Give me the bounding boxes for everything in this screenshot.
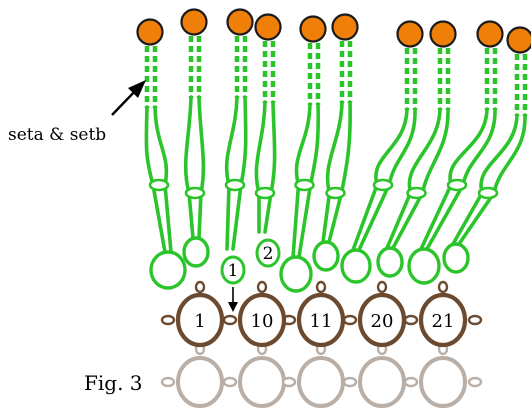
green-bottom-loop	[279, 255, 313, 293]
inner-arrowhead	[228, 302, 238, 312]
orange-head	[506, 26, 531, 54]
ring-top-stud	[256, 280, 268, 294]
faded-ring-row	[160, 342, 483, 408]
ring-label: 1	[194, 311, 205, 332]
inner-label-1: 1	[220, 255, 246, 312]
ring-top-stud	[376, 280, 388, 294]
green-bottom-loop	[182, 236, 210, 268]
inner-label-2: 2	[255, 238, 281, 268]
seta-setb-callout: seta & setb	[8, 80, 146, 145]
brown-ring-row: 1 10 11 20 21	[160, 280, 483, 348]
green-stems	[144, 95, 527, 259]
green-stem-knot	[406, 186, 427, 200]
ring-top-stud	[194, 280, 206, 294]
figure-label: Fig. 3	[84, 371, 143, 395]
faded-ring-link	[222, 376, 238, 388]
ring-label: 11	[310, 311, 333, 332]
ring-label: 10	[251, 311, 274, 332]
green-stem-strand	[183, 95, 195, 240]
green-stem-knot	[254, 186, 276, 200]
ring-label: 20	[371, 311, 394, 332]
orange-head	[136, 18, 164, 46]
ring-link	[403, 314, 419, 326]
faded-ring	[297, 356, 345, 408]
callout-arrowhead	[128, 80, 146, 98]
ring-top-stud	[437, 280, 449, 294]
ring-link	[342, 314, 358, 326]
inner-label-1-bubble	[220, 255, 246, 285]
green-bottom-loop	[312, 240, 340, 272]
faded-ring	[238, 356, 286, 408]
faded-ring-link	[342, 376, 358, 388]
dotted-segments	[144, 36, 528, 116]
green-stem-knot	[294, 178, 315, 192]
green-stem-knot	[184, 186, 206, 200]
green-bottom-loop	[340, 248, 372, 284]
orange-head	[429, 20, 457, 48]
numbered-ring	[418, 292, 468, 348]
green-bottom-loop	[442, 242, 470, 274]
numbered-ring	[237, 292, 287, 348]
orange-head	[226, 8, 254, 36]
inner-label-2-bubble	[255, 238, 281, 268]
faded-ring	[358, 356, 406, 408]
green-stem-knot	[148, 178, 170, 192]
faded-ring	[419, 356, 467, 408]
green-stem-knot	[372, 178, 394, 192]
faded-ring-link	[467, 376, 483, 388]
orange-head	[299, 15, 327, 43]
ring-link	[160, 314, 176, 326]
green-stem-knot	[446, 178, 468, 192]
ring-link	[222, 314, 238, 326]
callout-label: seta & setb	[8, 125, 106, 145]
faded-ring-link	[403, 376, 419, 388]
inner-label-2-text: 2	[263, 244, 274, 264]
orange-head	[331, 13, 359, 41]
green-bottom-loop	[149, 250, 187, 290]
numbered-ring	[296, 292, 346, 348]
inner-label-1-text: 1	[228, 261, 239, 281]
green-stem-strand	[197, 95, 206, 240]
ring-label: 21	[432, 311, 455, 332]
green-stem-strand	[254, 100, 267, 234]
orange-head	[180, 8, 208, 36]
numbered-ring	[175, 292, 225, 348]
green-bottom-loop	[376, 246, 404, 278]
ring-top-stud	[315, 280, 327, 294]
green-bottom-loop	[407, 247, 441, 285]
orange-heads	[136, 8, 531, 54]
faded-ring-link	[160, 376, 176, 388]
green-stem-knot	[224, 178, 246, 192]
orange-head	[254, 13, 282, 41]
orange-head	[476, 20, 504, 48]
faded-ring-link	[281, 376, 297, 388]
green-stem-knot	[477, 186, 499, 200]
green-stem-strand	[263, 100, 277, 234]
numbered-ring	[357, 292, 407, 348]
orange-head	[396, 20, 424, 48]
faded-ring	[176, 356, 224, 408]
green-bottom-loops	[149, 236, 470, 293]
ring-link	[467, 314, 483, 326]
green-stem-knot	[325, 186, 346, 200]
